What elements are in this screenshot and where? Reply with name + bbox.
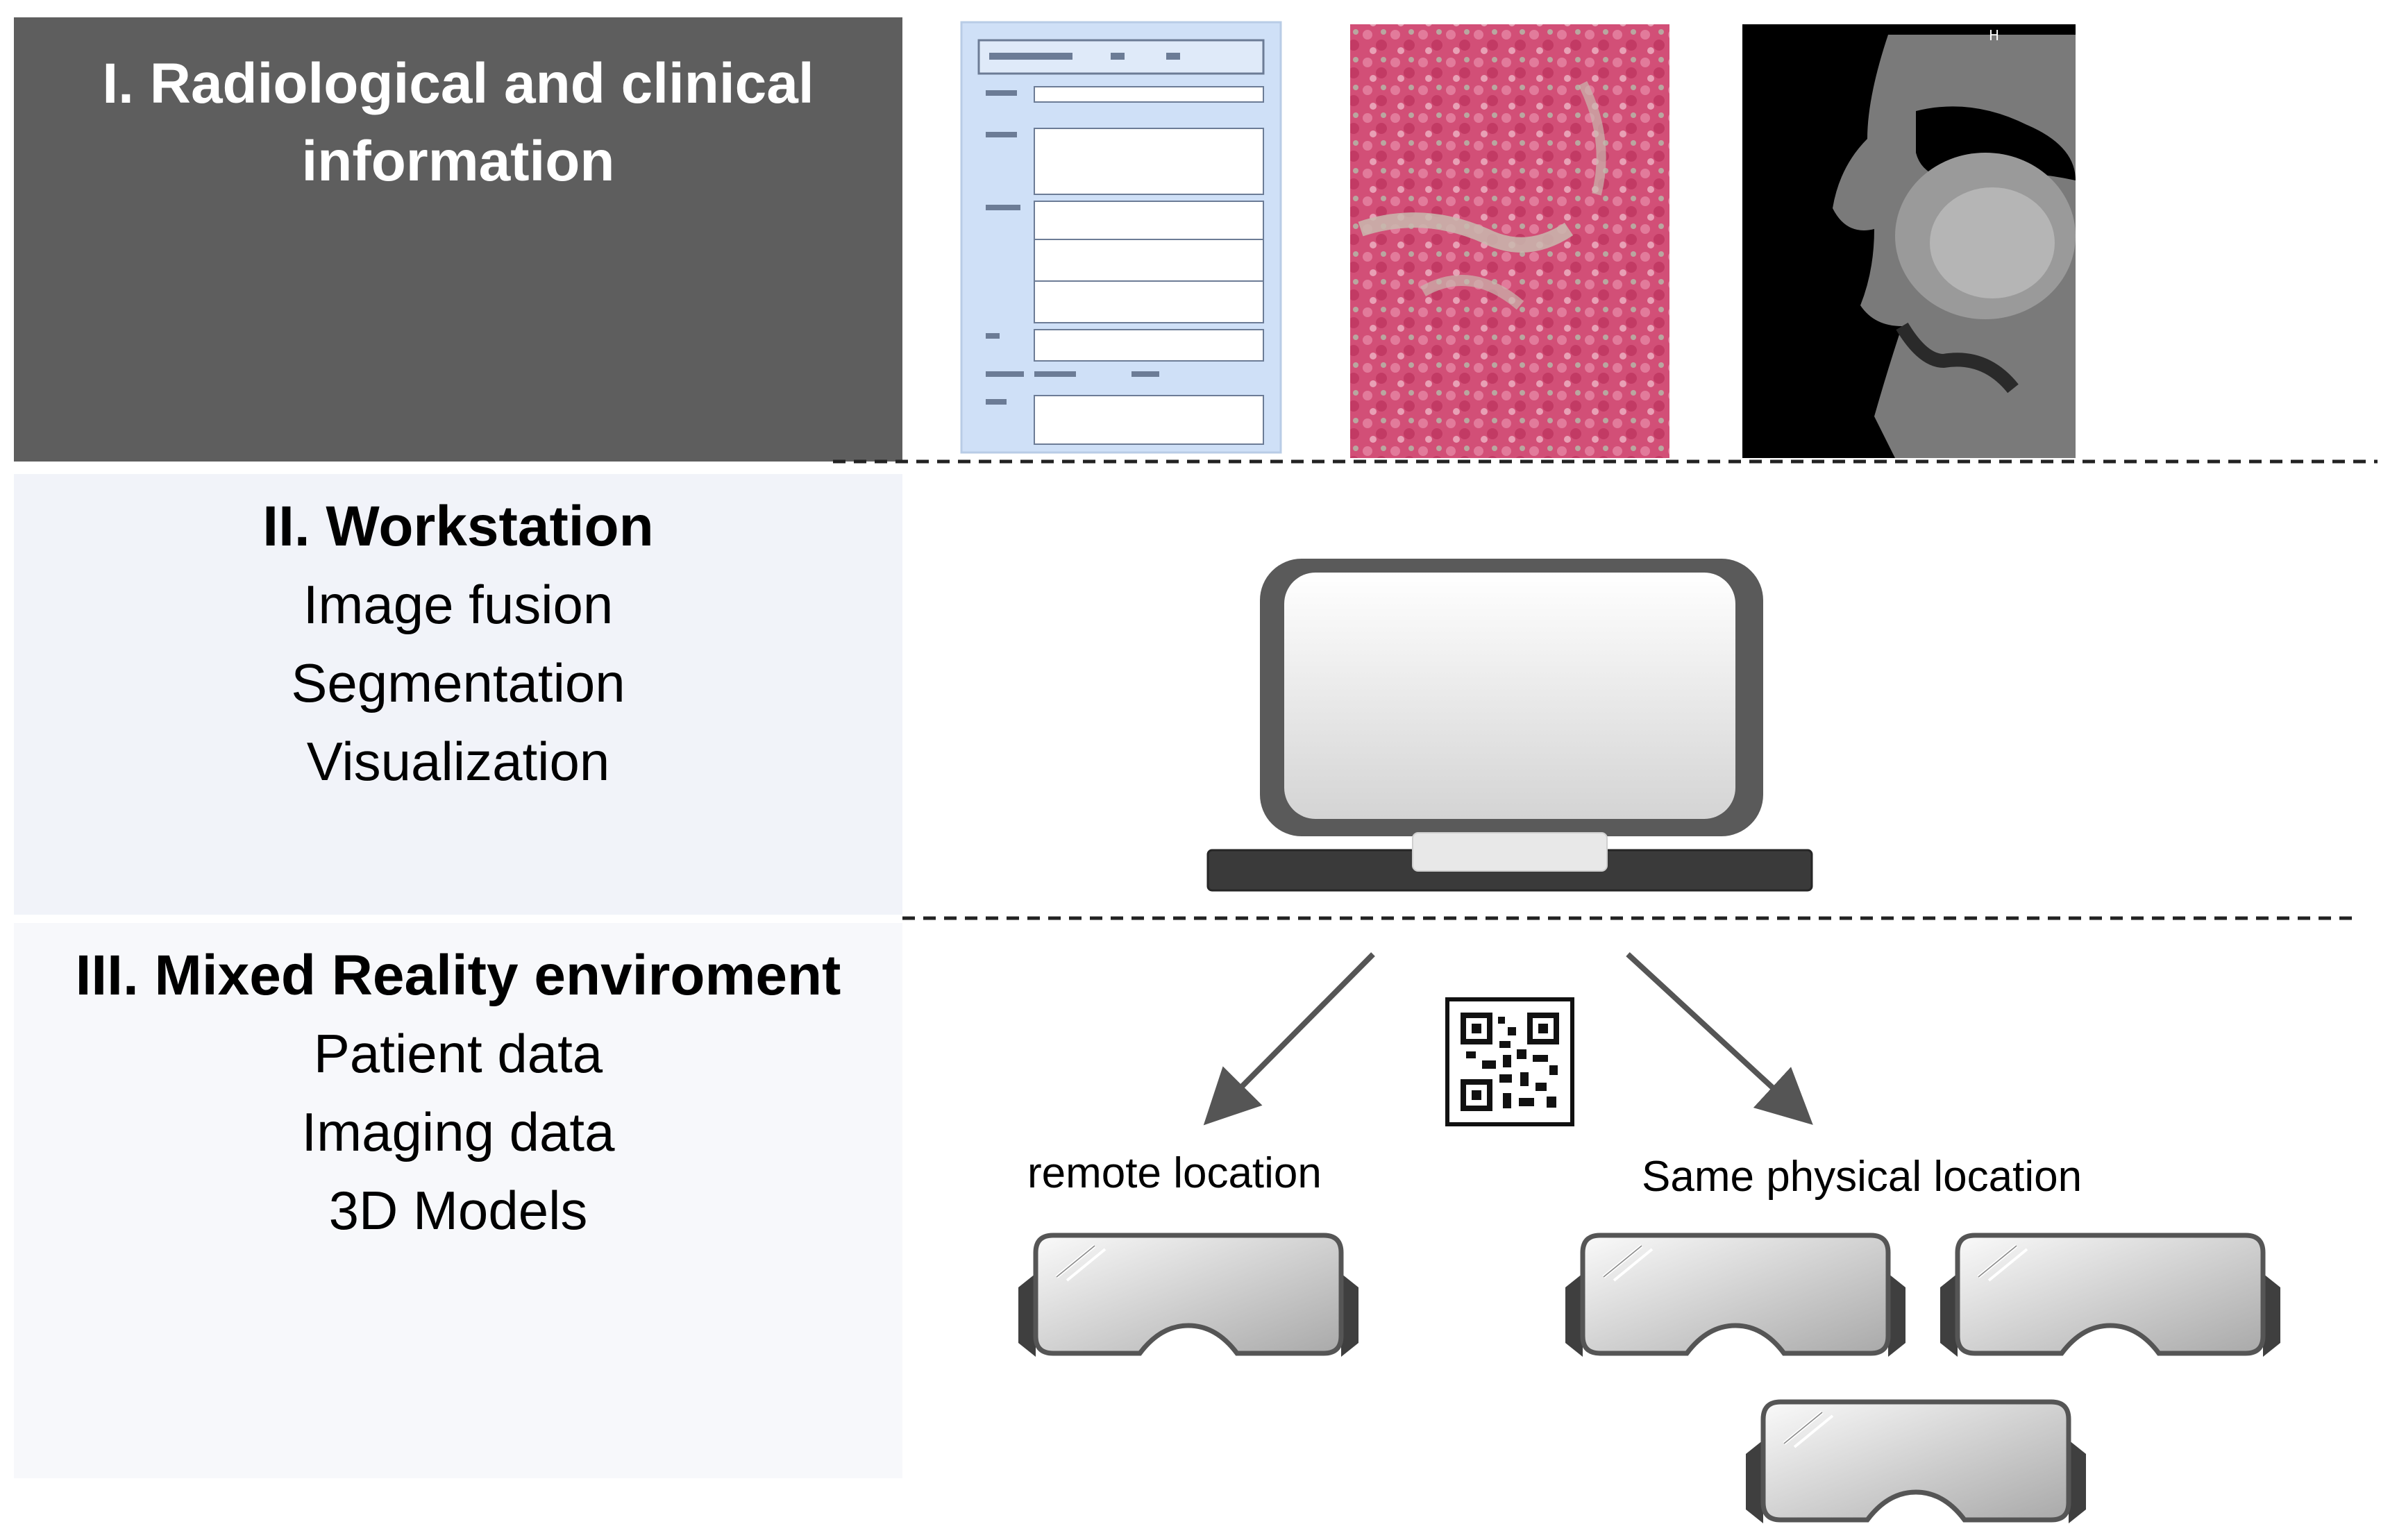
section-2-line-segmentation: Segmentation (291, 652, 625, 713)
section-3-title: III. Mixed Reality enviroment (75, 944, 841, 1007)
section-1-title: I. Radiological and clinical information (102, 52, 814, 193)
section-3-line-imaging-data: Imaging data (301, 1101, 615, 1162)
laptop-icon (1206, 559, 1813, 892)
histology-thumbnail (1350, 24, 1669, 458)
vr-headset-icon (1565, 1235, 1905, 1357)
arrow-to-remote (1203, 952, 1375, 1126)
section-2-title: II. Workstation (262, 495, 654, 558)
vr-headset-icon (1940, 1235, 2280, 1357)
mri-thumbnail: H (1742, 24, 2076, 458)
form-thumbnail (960, 21, 1282, 454)
svg-text:H: H (1989, 27, 1999, 44)
same-location-label: Same physical location (1642, 1153, 2083, 1201)
section-workstation: II. Workstation Image fusion Segmentatio… (14, 474, 902, 915)
vr-headset-icon (1746, 1402, 2086, 1523)
arrow-to-same-location (1626, 952, 1813, 1125)
vr-headset-icon (1018, 1235, 1358, 1357)
section-2-line-visualization: Visualization (306, 731, 610, 792)
qr-code-icon (1445, 997, 1574, 1126)
section-mixed-reality: III. Mixed Reality enviroment Patient da… (14, 923, 902, 1478)
section-3-line-3d-models: 3D Models (328, 1180, 588, 1241)
section-radiological-clinical: I. Radiological and clinical information (14, 17, 902, 462)
section-3-line-patient-data: Patient data (313, 1023, 603, 1084)
remote-location-label: remote location (1027, 1149, 1322, 1197)
section-2-line-image-fusion: Image fusion (303, 574, 614, 635)
